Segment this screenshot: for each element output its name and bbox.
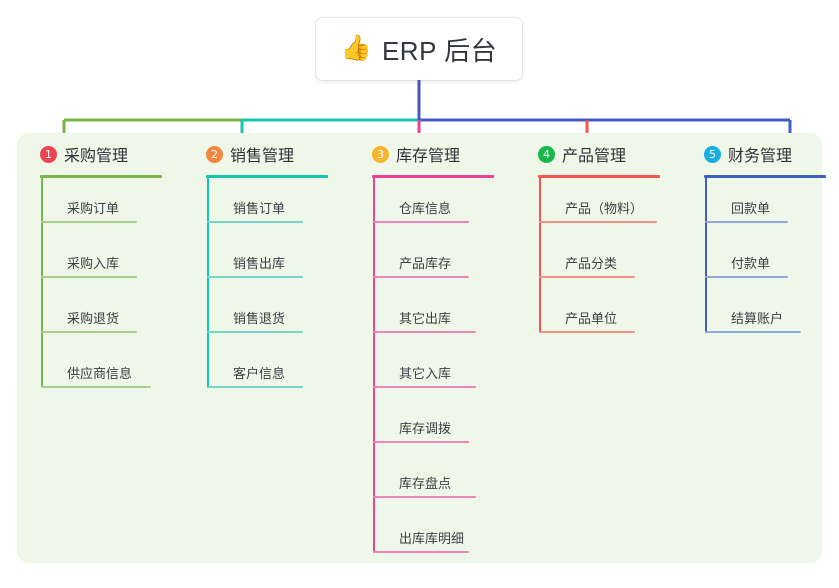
branch-title: 产品管理 <box>562 148 627 165</box>
branch-item[interactable]: 仓库信息 <box>373 183 473 223</box>
branch-title: 销售管理 <box>230 148 295 165</box>
branch-header-3[interactable]: 3 库存管理 <box>349 139 514 169</box>
branch-item-label: 仓库信息 <box>399 201 452 216</box>
branch-header-rule <box>372 175 494 178</box>
branch-item[interactable]: 付款单 <box>705 238 792 278</box>
branch-header-rule <box>40 175 162 178</box>
branch-item-rule <box>373 276 469 278</box>
branch-item[interactable]: 回款单 <box>705 183 792 223</box>
branch-item[interactable]: 产品（物料） <box>539 183 661 223</box>
branch-item[interactable]: 出库库明细 <box>373 513 473 553</box>
branch-item-label: 库存盘点 <box>399 476 452 491</box>
branch-title: 财务管理 <box>728 148 793 165</box>
branch-column-5: 5 财务管理回款单付款单结算账户 <box>681 139 826 333</box>
branch-item-rule <box>207 221 303 223</box>
branch-item-rule <box>373 331 476 333</box>
root-node-title: ERP 后台 <box>381 35 498 66</box>
branch-item[interactable]: 产品单位 <box>539 293 639 333</box>
branch-item[interactable]: 产品分类 <box>539 238 639 278</box>
branch-item[interactable]: 采购退货 <box>41 293 141 333</box>
branch-item-rule <box>41 221 137 223</box>
branch-item-rule <box>41 331 137 333</box>
branch-item-label: 客户信息 <box>233 366 286 381</box>
branch-item[interactable]: 销售退货 <box>207 293 307 333</box>
branch-header-1[interactable]: 1 采购管理 <box>17 139 182 169</box>
root-node-erp-backend[interactable]: 👍 ERP 后台 <box>316 18 522 80</box>
branch-item-rule <box>207 276 303 278</box>
branch-spine <box>705 177 707 333</box>
branch-item-label: 库存调拨 <box>399 421 452 436</box>
branch-header-rule <box>704 175 826 178</box>
branch-item-rule <box>539 276 635 278</box>
branch-item-label: 其它出库 <box>399 311 452 326</box>
branch-item-rule <box>373 551 469 553</box>
branch-item-label: 采购订单 <box>67 201 120 216</box>
branch-column-2: 2 销售管理销售订单销售出库销售退货客户信息 <box>183 139 348 388</box>
branch-item[interactable]: 销售订单 <box>207 183 307 223</box>
branch-item-label: 结算账户 <box>731 311 784 326</box>
branch-column-1: 1 采购管理采购订单采购入库采购退货供应商信息 <box>17 139 182 388</box>
thumbs-up-icon: 👍 <box>340 33 372 62</box>
branch-item-rule <box>373 496 476 498</box>
branch-header-2[interactable]: 2 销售管理 <box>183 139 348 169</box>
branch-item-label: 销售订单 <box>233 201 286 216</box>
branch-item-rule <box>207 386 303 388</box>
branch-item-label: 其它入库 <box>399 366 452 381</box>
branch-item-rule <box>373 221 469 223</box>
branch-item-rule <box>705 276 788 278</box>
branch-item-rule <box>373 441 469 443</box>
branch-item-label: 产品分类 <box>565 256 618 271</box>
branch-title: 采购管理 <box>64 148 129 165</box>
branch-item-label: 产品库存 <box>399 256 452 271</box>
branch-item-rule <box>539 331 635 333</box>
branch-item-rule <box>41 276 137 278</box>
branch-item-label: 销售退货 <box>233 311 286 326</box>
branch-item-label: 产品（物料） <box>565 201 644 216</box>
branch-column-3: 3 库存管理仓库信息产品库存其它出库其它入库库存调拨库存盘点出库库明细 <box>349 139 514 553</box>
branch-item-rule <box>207 331 303 333</box>
branch-item-label: 采购入库 <box>67 256 120 271</box>
branch-header-4[interactable]: 4 产品管理 <box>515 139 680 169</box>
branch-item-label: 供应商信息 <box>67 366 133 381</box>
branch-item-label: 回款单 <box>731 201 771 216</box>
branch-panel-background <box>17 133 822 563</box>
branch-number-badge: 4 <box>538 146 555 163</box>
branch-item-rule <box>373 386 476 388</box>
branch-spine <box>539 177 541 333</box>
branch-item-rule <box>41 386 151 388</box>
branch-number-badge: 1 <box>40 146 57 163</box>
branch-item-label: 采购退货 <box>67 311 120 326</box>
branch-spine <box>373 177 375 553</box>
branch-item[interactable]: 供应商信息 <box>41 348 155 388</box>
branch-header-rule <box>206 175 328 178</box>
branch-item-rule <box>705 221 788 223</box>
branch-item[interactable]: 库存调拨 <box>373 403 473 443</box>
branch-header-rule <box>538 175 660 178</box>
branch-spine <box>207 177 209 388</box>
branch-item-rule <box>539 221 657 223</box>
branch-item[interactable]: 销售出库 <box>207 238 307 278</box>
branch-item[interactable]: 采购订单 <box>41 183 141 223</box>
branch-title: 库存管理 <box>396 148 461 165</box>
branch-item-label: 销售出库 <box>233 256 286 271</box>
branch-item[interactable]: 结算账户 <box>705 293 805 333</box>
branch-item[interactable]: 产品库存 <box>373 238 473 278</box>
branch-item-rule <box>705 331 801 333</box>
branch-item[interactable]: 其它出库 <box>373 293 480 333</box>
branch-number-badge: 3 <box>372 146 389 163</box>
branch-item[interactable]: 采购入库 <box>41 238 141 278</box>
branch-item[interactable]: 其它入库 <box>373 348 480 388</box>
branch-number-badge: 2 <box>206 146 223 163</box>
branch-item-label: 出库库明细 <box>399 531 465 546</box>
branch-column-4: 4 产品管理产品（物料） 产品分类产品单位 <box>515 139 680 333</box>
branch-item-label: 付款单 <box>731 256 771 271</box>
branch-number-badge: 5 <box>704 146 721 163</box>
branch-header-5[interactable]: 5 财务管理 <box>681 139 822 169</box>
branch-item[interactable]: 库存盘点 <box>373 458 480 498</box>
branch-item-label: 产品单位 <box>565 311 618 326</box>
branch-item[interactable]: 客户信息 <box>207 348 307 388</box>
branch-spine <box>41 177 43 388</box>
